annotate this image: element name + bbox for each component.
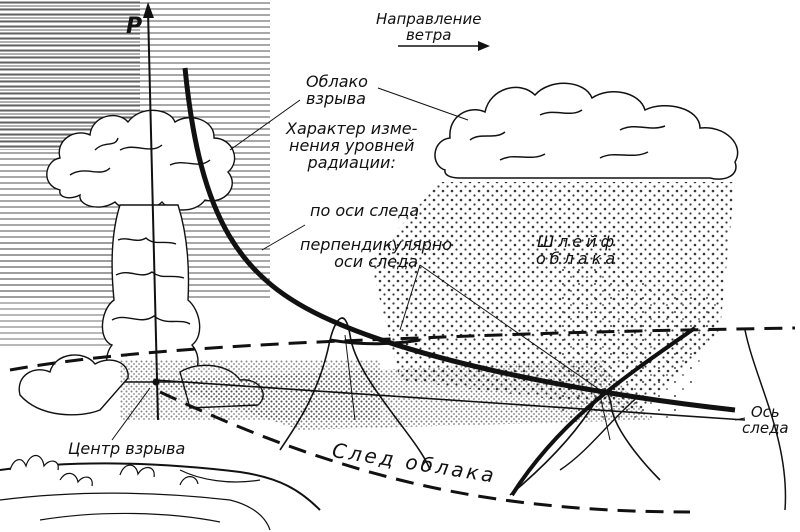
plume-label: Шлейф облака — [536, 232, 620, 268]
cloud-label-line1: Облако — [306, 72, 368, 91]
wind-label-line1: Направление — [376, 10, 482, 28]
trace-axis-line1: Ось — [750, 403, 780, 421]
wind-arrow-icon — [398, 41, 490, 51]
along-axis-curve — [182, 67, 736, 413]
p-axis — [143, 2, 160, 421]
perp-line2: оси следа — [334, 251, 418, 271]
plume-line2: облака — [536, 248, 620, 268]
leader-lines — [111, 87, 746, 441]
plume-line1: Шлейф — [536, 232, 619, 251]
character-line1: Характер изме- — [286, 119, 418, 138]
trace-axis-label: Ось следа — [742, 403, 789, 437]
drifting-cloud — [434, 82, 739, 180]
trace-axis-line2: следа — [742, 418, 789, 437]
trace-right-edge — [744, 329, 787, 511]
explosion-center-label: Центр взрыва — [68, 439, 186, 458]
perpendicular-profiles — [279, 317, 697, 497]
radiation-change-title: Характер изме- нения уровней радиации: — [286, 119, 418, 172]
cloud-label-line2: взрыва — [306, 88, 366, 108]
explosion-cloud-label: Облако взрыва — [306, 72, 368, 108]
character-line3: радиации: — [307, 152, 396, 172]
along-axis-label: по оси следа — [310, 201, 420, 220]
wind-direction-label: Направление ветра — [376, 10, 482, 44]
perp-line1: перпендикулярно — [300, 235, 453, 254]
wind-label-line2: ветра — [405, 25, 452, 44]
perpendicular-label: перпендикулярно оси следа — [300, 235, 453, 271]
p-axis-label: P — [126, 14, 143, 39]
trace-outline — [9, 326, 796, 514]
character-line2: нения уровней — [288, 135, 415, 155]
trace-axis-line — [154, 379, 746, 421]
landscape — [0, 454, 321, 531]
